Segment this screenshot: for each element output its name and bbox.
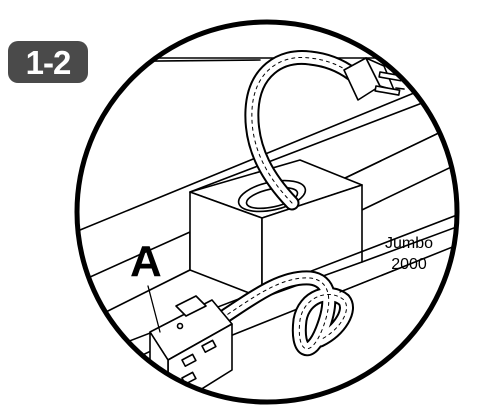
power-plug-icon: [343, 57, 405, 101]
product-label-line2: 2000: [391, 256, 427, 273]
step-number: 1-2: [25, 43, 72, 81]
label-leader: [339, 267, 401, 293]
callout-leader: [147, 285, 161, 333]
step-badge: 1-2: [8, 41, 88, 83]
power-cord-upper: [244, 49, 360, 211]
product-label-line1: Jumbo: [384, 235, 434, 252]
callout-letter: A: [130, 237, 162, 286]
product-label: Jumbo 2000: [364, 233, 454, 275]
coiled-cord-icon: [214, 270, 354, 357]
magnifier-circle: [74, 19, 460, 405]
